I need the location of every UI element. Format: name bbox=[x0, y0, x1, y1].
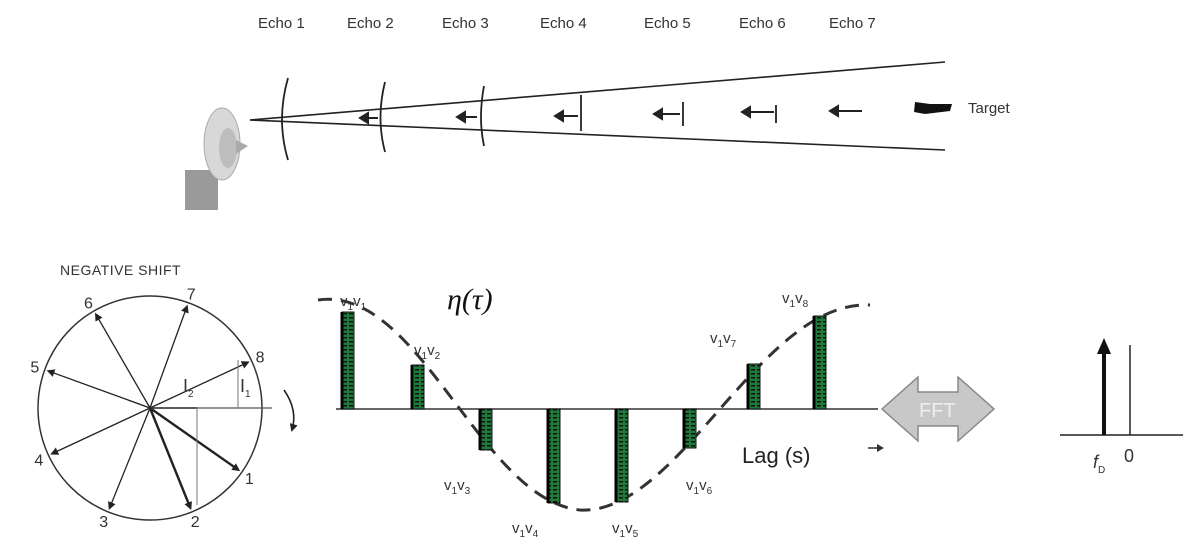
correlation-bar-3 bbox=[479, 408, 493, 451]
product-label-2-mid: v bbox=[427, 342, 435, 359]
product-label-4-main: v bbox=[512, 520, 520, 537]
product-label-3-main: v bbox=[444, 477, 452, 494]
echo-label-6: Echo 6 bbox=[739, 15, 786, 32]
echo-label-2: Echo 2 bbox=[347, 15, 394, 32]
product-label-7-mid: v bbox=[723, 330, 731, 347]
product-label-7: v1v7 bbox=[710, 330, 737, 350]
correlation-bar-2 bbox=[411, 364, 425, 410]
phasor-spoke-2 bbox=[148, 407, 192, 510]
product-label-6-s2: 6 bbox=[707, 486, 713, 497]
product-label-1-mid: v bbox=[353, 293, 361, 310]
phasor-spoke-5 bbox=[46, 369, 151, 409]
phasor-spoke-8 bbox=[149, 361, 250, 409]
product-label-3-s2: 3 bbox=[465, 486, 471, 497]
phasor-i2-label: I2 bbox=[183, 376, 194, 400]
doppler-spectrum bbox=[1060, 338, 1183, 436]
phasor-spoke-3 bbox=[108, 407, 151, 510]
phasor-title: NEGATIVE SHIFT bbox=[60, 262, 181, 278]
lag-arrow-icon bbox=[868, 444, 884, 452]
radar-antenna-icon bbox=[185, 107, 248, 210]
echo-wavefronts bbox=[281, 77, 777, 161]
product-label-3-s1: 1 bbox=[452, 486, 458, 497]
rotation-direction-icon bbox=[283, 389, 298, 432]
echo-labels-row: Echo 1 Echo 2 Echo 3 Echo 4 Echo 5 Echo … bbox=[258, 15, 876, 32]
target-label: Target bbox=[968, 100, 1011, 117]
product-label-8-mid: v bbox=[795, 290, 803, 307]
product-label-5-s1: 1 bbox=[620, 529, 626, 540]
zero-frequency-label: 0 bbox=[1124, 446, 1134, 466]
product-label-2-main: v bbox=[414, 342, 422, 359]
product-label-2: v1v2 bbox=[414, 342, 441, 362]
phasor-spoke-6 bbox=[94, 312, 151, 409]
product-label-6: v1v6 bbox=[686, 477, 713, 497]
lag-label: Lag (s) bbox=[742, 443, 810, 468]
phasor-spoke-4 bbox=[50, 407, 151, 455]
product-label-1: v1v1 bbox=[340, 293, 367, 313]
echo-label-3: Echo 3 bbox=[442, 15, 489, 32]
correlation-bar-8 bbox=[813, 315, 827, 410]
phasor-number-8: 8 bbox=[256, 349, 265, 366]
phasor-number-7: 7 bbox=[187, 286, 196, 303]
product-label-8-s2: 8 bbox=[803, 299, 809, 310]
product-label-8-s1: 1 bbox=[790, 299, 796, 310]
product-label-4-s1: 1 bbox=[520, 529, 526, 540]
product-label-4-s2: 4 bbox=[533, 529, 539, 540]
echo-label-4: Echo 4 bbox=[540, 15, 587, 32]
product-label-5-main: v bbox=[612, 520, 620, 537]
correlation-bar-7 bbox=[747, 363, 761, 410]
product-label-4-mid: v bbox=[525, 520, 533, 537]
echo-label-5: Echo 5 bbox=[644, 15, 691, 32]
phasor-i1-label: I1 bbox=[240, 376, 251, 400]
correlation-bar-5 bbox=[615, 408, 629, 503]
product-label-3-mid: v bbox=[457, 477, 465, 494]
eta-cosine-curve bbox=[317, 297, 871, 512]
phasor-number-3: 3 bbox=[99, 514, 108, 531]
echo-label-1: Echo 1 bbox=[258, 15, 305, 32]
radar-beam bbox=[249, 61, 946, 151]
correlation-bars bbox=[340, 311, 827, 504]
phasor-number-4: 4 bbox=[34, 453, 43, 470]
product-label-7-s2: 7 bbox=[731, 339, 737, 350]
fft-double-arrow-icon bbox=[880, 375, 996, 443]
product-label-1-main: v bbox=[340, 293, 348, 310]
correlation-bar-6 bbox=[683, 408, 697, 449]
product-label-4: v1v4 bbox=[512, 520, 539, 540]
product-label-7-s1: 1 bbox=[718, 339, 724, 350]
fft-label: FFT bbox=[919, 400, 956, 422]
echo-label-7: Echo 7 bbox=[829, 15, 876, 32]
product-label-8-main: v bbox=[782, 290, 790, 307]
product-label-6-s1: 1 bbox=[694, 486, 700, 497]
product-label-1-s1: 1 bbox=[348, 302, 354, 313]
product-label-7-main: v bbox=[710, 330, 718, 347]
phasor-number-6: 6 bbox=[84, 295, 93, 312]
product-label-2-s1: 1 bbox=[422, 351, 428, 362]
echo-return-arrows bbox=[358, 104, 862, 125]
correlation-bar-4 bbox=[547, 408, 561, 504]
product-label-6-main: v bbox=[686, 477, 694, 494]
phasor-spoke-1 bbox=[149, 407, 241, 472]
phasor-number-5: 5 bbox=[30, 359, 39, 376]
correlation-bar-1 bbox=[341, 311, 355, 410]
product-label-1-s2: 1 bbox=[361, 302, 367, 313]
phasor-number-2: 2 bbox=[191, 514, 200, 531]
phasor-diagram: 1 2 3 4 5 6 7 8 bbox=[30, 286, 298, 531]
product-label-6-mid: v bbox=[699, 477, 707, 494]
product-label-3: v1v3 bbox=[444, 477, 471, 497]
doppler-frequency-label: fD bbox=[1093, 452, 1105, 476]
product-label-8: v1v8 bbox=[782, 290, 809, 310]
phasor-spoke-7 bbox=[149, 304, 189, 409]
target-aircraft-icon bbox=[914, 102, 952, 114]
doppler-spike-arrowhead bbox=[1097, 338, 1111, 354]
phasor-spoke-numbers: 1 2 3 4 5 6 7 8 bbox=[30, 286, 264, 531]
product-label-5: v1v5 bbox=[612, 520, 639, 540]
phasor-number-1: 1 bbox=[245, 471, 254, 488]
product-label-5-s2: 5 bbox=[633, 529, 639, 540]
product-label-5-mid: v bbox=[625, 520, 633, 537]
eta-tau-label: η(τ) bbox=[447, 283, 493, 316]
product-label-2-s2: 2 bbox=[435, 351, 441, 362]
phasor-spokes bbox=[46, 304, 250, 510]
